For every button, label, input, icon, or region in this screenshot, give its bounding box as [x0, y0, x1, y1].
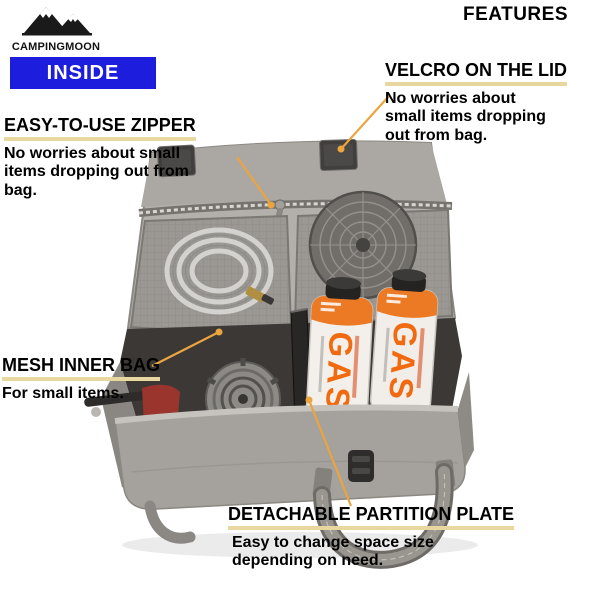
callout-partition-desc: Easy to change space size depending on n… — [232, 533, 434, 570]
callout-velcro: VELCRO ON THE LID No worries about small… — [385, 61, 590, 145]
coiled-hose — [164, 227, 275, 315]
pointer-zipper-dot — [267, 201, 275, 209]
velcro-tab-left — [156, 144, 197, 178]
velcro-tab-right — [319, 138, 358, 172]
small-metal-part — [91, 407, 101, 417]
callout-mesh-title: MESH INNER BAG — [2, 356, 161, 381]
features-title: FEATURES — [463, 4, 568, 25]
gas-canister-right: GAS — [369, 269, 439, 415]
bag-front-panel — [114, 372, 474, 510]
pointer-velcro-dot — [337, 145, 345, 153]
brand-name: CAMPINGMOON — [11, 41, 101, 53]
callout-zipper-desc: No worries about small items dropping ou… — [4, 144, 189, 199]
callout-velcro-desc: No worries about small items dropping ou… — [385, 89, 546, 144]
carry-handle — [144, 459, 456, 569]
mesh-plate — [308, 190, 418, 300]
pointer-partition-dot — [305, 396, 313, 404]
pointer-mesh — [151, 331, 220, 367]
callout-partition: DETACHABLE PARTITION PLATE Easy to chang… — [228, 505, 593, 571]
callout-mesh: MESH INNER BAG For small items. — [2, 356, 222, 403]
pointer-velcro — [340, 95, 390, 150]
gas-can-label: GAS — [382, 321, 425, 404]
inside-badge: INSIDE — [10, 57, 156, 89]
stove-handle-rod — [84, 390, 154, 407]
callout-pointer-lines — [151, 95, 390, 507]
mountain-logo-icon — [22, 7, 92, 36]
callout-partition-title: DETACHABLE PARTITION PLATE — [228, 505, 514, 530]
strap-buckle — [348, 450, 374, 482]
callout-mesh-desc: For small items. — [2, 384, 124, 402]
pointer-zipper — [236, 156, 272, 206]
callout-zipper: EASY-TO-USE ZIPPER No worries about smal… — [4, 116, 244, 200]
brand-logo: CAMPINGMOON — [8, 3, 104, 53]
callout-velcro-title: VELCRO ON THE LID — [385, 61, 568, 86]
gas-can-label: GAS — [319, 331, 360, 413]
callout-zipper-title: EASY-TO-USE ZIPPER — [4, 116, 196, 141]
pointer-mesh-dot — [215, 328, 223, 336]
gas-canister-left: GAS — [305, 277, 374, 425]
pointer-partition — [307, 399, 353, 507]
